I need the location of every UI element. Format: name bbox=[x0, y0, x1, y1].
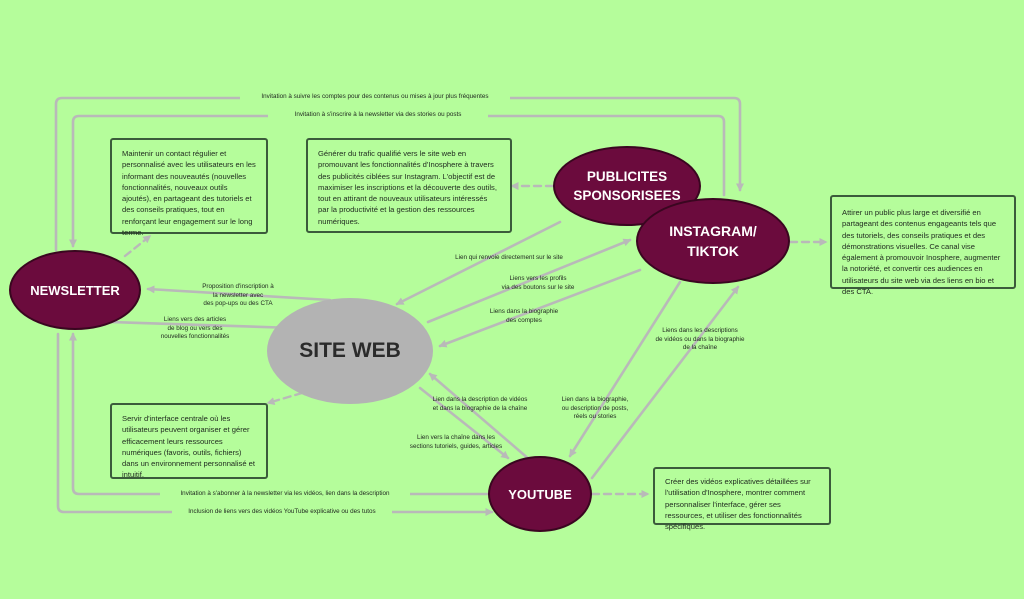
arrow-newsletter-to-site bbox=[108, 320, 296, 332]
arrow-publicites-to-site bbox=[395, 220, 562, 306]
arrow-site-to-instagram bbox=[426, 238, 632, 324]
label-liens-bio: Liens dans la biographie des comptes bbox=[489, 308, 559, 324]
dash-site-to-box bbox=[266, 391, 304, 406]
site-description: Servir d'interface centrale où les utili… bbox=[122, 414, 255, 480]
publicites-description-box: Générer du trafic qualifié vers le site … bbox=[306, 138, 512, 233]
arrow-youtube-to-instagram bbox=[590, 285, 740, 480]
publicites-node-label: PUBLICITES SPONSORISEES bbox=[573, 169, 681, 203]
site-description-box: Servir d'interface centrale où les utili… bbox=[110, 403, 268, 479]
youtube-description-box: Créer des vidéos explicatives détaillées… bbox=[653, 467, 831, 531]
label-proposition: Proposition d'inscription à la newslette… bbox=[202, 283, 274, 307]
site-web-node-label: SITE WEB bbox=[299, 339, 401, 362]
arrow-newsletter-to-youtube bbox=[56, 332, 494, 516]
label-top-follow: Invitation à suivre les comptes pour des… bbox=[240, 93, 510, 102]
label-lien-sections: Lien vers la chaîne dans les sections tu… bbox=[409, 434, 503, 450]
newsletter-node: NEWSLETTER bbox=[9, 250, 141, 330]
label-liens-desc-videos: Liens dans les descriptions de vidéos ou… bbox=[655, 327, 745, 351]
instagram-node-label: INSTAGRAM/ TIKTOK bbox=[669, 223, 757, 259]
instagram-description: Attirer un public plus large et diversif… bbox=[842, 208, 1001, 297]
label-lien-direct: Lien qui renvoie directement sur le site bbox=[455, 254, 563, 261]
label-top-subscribe: Invitation à s'inscrire à la newsletter … bbox=[268, 111, 488, 120]
instagram-description-box: Attirer un public plus large et diversif… bbox=[830, 195, 1016, 296]
arrow-youtube-to-newsletter bbox=[69, 332, 490, 496]
newsletter-description-box: Maintenir un contact régulier et personn… bbox=[110, 138, 268, 238]
label-liens-profils: Liens vers les profils via des boutons s… bbox=[501, 275, 575, 291]
label-lien-bio-posts: Lien dans la biographie, ou description … bbox=[561, 396, 629, 420]
arrow-site-to-newsletter bbox=[146, 285, 332, 302]
instagram-node: INSTAGRAM/ TIKTOK bbox=[636, 198, 790, 284]
dash-newsletter-to-box bbox=[123, 234, 152, 258]
newsletter-node-label: NEWSLETTER bbox=[30, 282, 120, 298]
youtube-node: YOUTUBE bbox=[488, 456, 592, 532]
newsletter-description: Maintenir un contact régulier et personn… bbox=[122, 149, 256, 238]
label-abonner: Invitation à s'abonner à la newsletter v… bbox=[160, 490, 410, 499]
arrow-site-to-youtube bbox=[418, 386, 510, 460]
arrow-youtube-to-site bbox=[428, 372, 532, 462]
label-inclusion: Inclusion de liens vers des vidéos YouTu… bbox=[172, 508, 392, 517]
youtube-node-label: YOUTUBE bbox=[508, 486, 572, 502]
label-lien-desc-chaine: Lien dans la description de vidéos et da… bbox=[432, 396, 528, 412]
arrow-instagram-to-youtube bbox=[568, 280, 682, 458]
publicites-description: Générer du trafic qualifié vers le site … bbox=[318, 149, 497, 226]
arrow-instagram-to-site bbox=[438, 268, 642, 348]
site-web-node: SITE WEB bbox=[267, 298, 433, 404]
youtube-description: Créer des vidéos explicatives détaillées… bbox=[665, 477, 811, 532]
label-liens-articles: Liens vers des articles de blog ou vers … bbox=[160, 316, 230, 340]
